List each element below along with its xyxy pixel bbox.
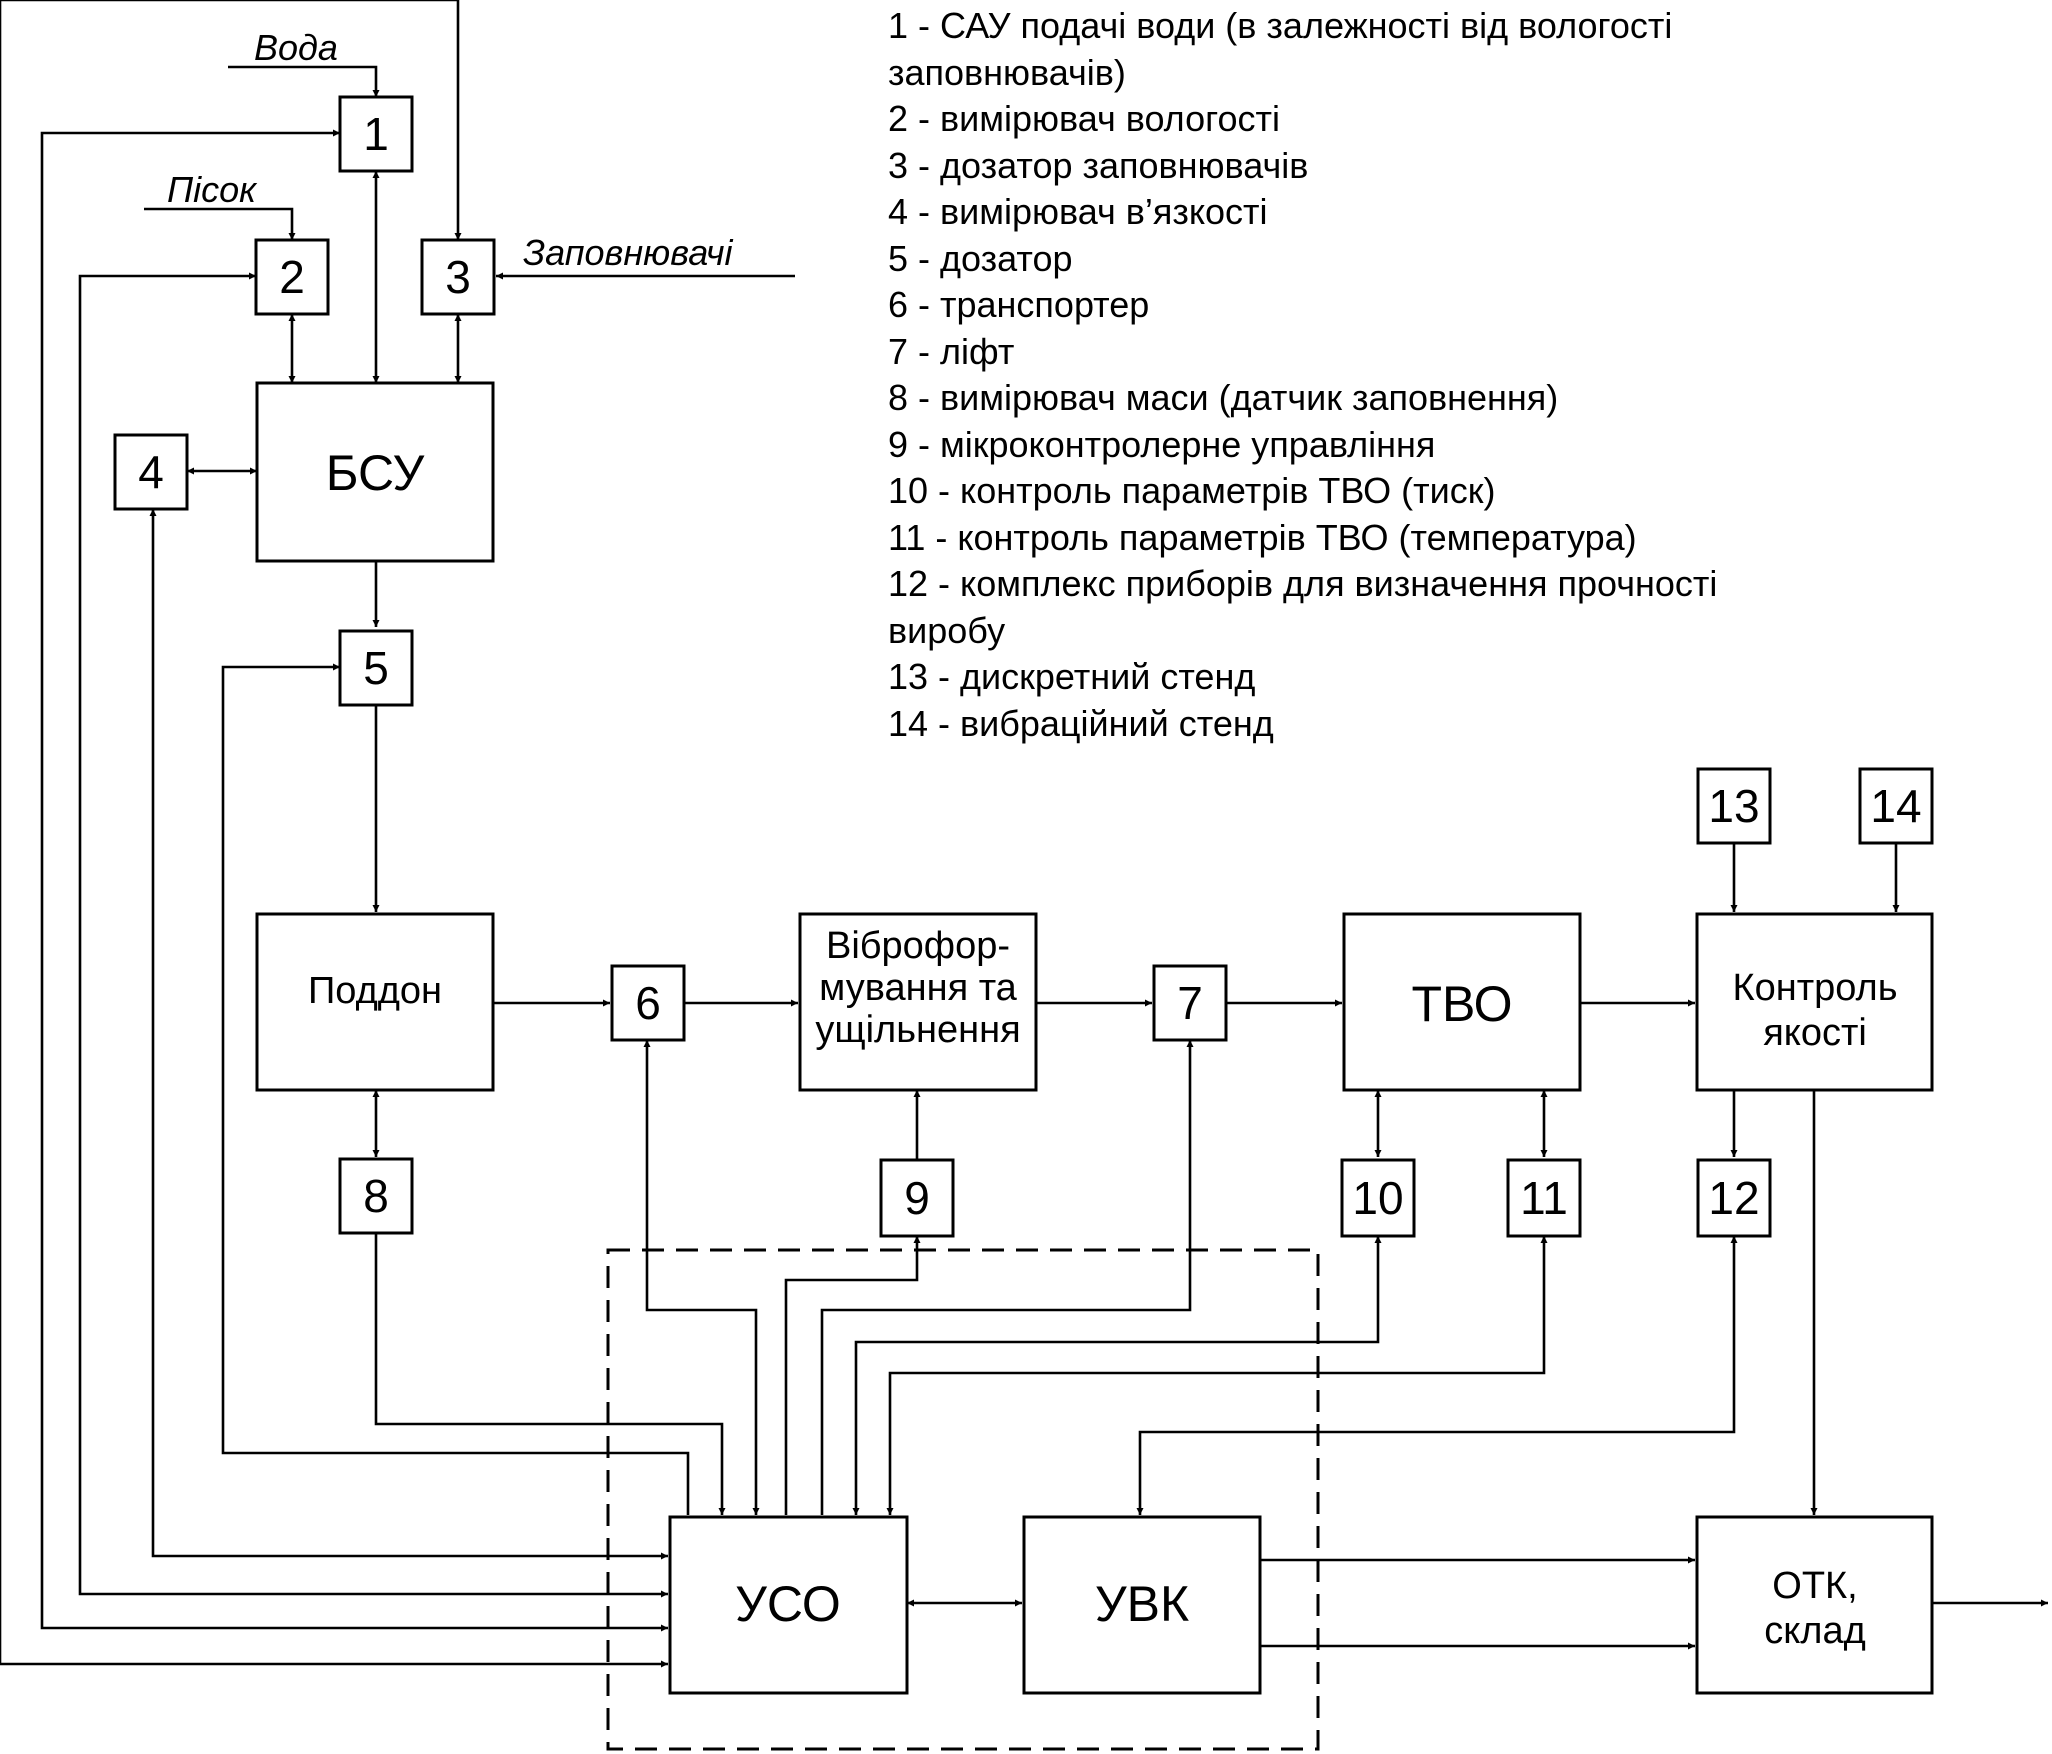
block-vibro: Віброфор- мування та ущільнення <box>798 912 1038 1092</box>
block-5-label: 5 <box>363 642 389 694</box>
legend-line: 3 - дозатор заповнювачів <box>888 145 1308 186</box>
block-2-label: 2 <box>279 251 305 303</box>
bus-8-uso <box>374 1233 726 1515</box>
bus-uso-6 <box>643 1040 760 1515</box>
block-bsu: БСУ <box>255 381 495 563</box>
bus-11-uso <box>886 1236 1548 1515</box>
block-tvo: ТВО <box>1342 912 1582 1092</box>
legend-line: заповнювачів) <box>888 52 1126 93</box>
block-8: 8 <box>338 1157 414 1235</box>
legend-line: 7 - ліфт <box>888 331 1014 372</box>
block-6-label: 6 <box>635 977 661 1029</box>
legend-line: 14 - вибраційний стенд <box>888 703 1274 744</box>
bus-uso-2 <box>78 272 668 1598</box>
input-sand-label: Пісок <box>167 169 258 210</box>
connections <box>0 0 2048 1668</box>
block-4-label: 4 <box>138 446 164 498</box>
block-quality-label-2: якості <box>1763 1012 1867 1054</box>
input-fillers-label: Заповнювачі <box>523 232 733 273</box>
block-vibro-label-2: мування та <box>819 967 1018 1009</box>
block-4: 4 <box>113 433 189 511</box>
block-13: 13 <box>1696 767 1772 845</box>
legend-line: 6 - транспортер <box>888 284 1149 325</box>
block-quality-label-1: Контроль <box>1732 967 1897 1009</box>
block-quality: Контроль якості <box>1695 912 1934 1092</box>
block-7-label: 7 <box>1177 977 1203 1029</box>
legend-line: 9 - мікроконтролерне управління <box>888 424 1435 465</box>
legend-line: 5 - дозатор <box>888 238 1073 279</box>
block-12-label: 12 <box>1708 1172 1759 1224</box>
block-bsu-label: БСУ <box>326 445 425 501</box>
block-otk-label-2: склад <box>1764 1610 1866 1652</box>
block-pallet-label: Поддон <box>308 970 442 1012</box>
bus-uso-3 <box>0 0 668 1668</box>
legend-line: 4 - вимірювач в’язкості <box>888 191 1268 232</box>
block-3: 3 <box>420 238 496 316</box>
bus-10-uso <box>852 1236 1382 1515</box>
block-9-label: 9 <box>904 1172 930 1224</box>
legend-line: 10 - контроль параметрів ТВО (тиск) <box>888 470 1496 511</box>
legend-line: 2 - вимірювач вологості <box>888 98 1280 139</box>
block-otk: ОТК, склад <box>1695 1515 1934 1695</box>
block-otk-label-1: ОТК, <box>1772 1565 1857 1607</box>
block-1: 1 <box>338 95 414 173</box>
input-water-label: Вода <box>254 27 338 68</box>
block-12: 12 <box>1696 1158 1772 1238</box>
block-9: 9 <box>879 1158 955 1238</box>
legend-line: виробу <box>888 610 1005 651</box>
block-10-label: 10 <box>1352 1172 1403 1224</box>
bus-uso-1 <box>40 129 668 1632</box>
sand-input-arrow <box>144 207 296 240</box>
block-pallet: Поддон <box>255 912 495 1092</box>
block-vibro-label-3: ущільнення <box>815 1009 1020 1051</box>
legend-line: 13 - дискретний стенд <box>888 656 1255 697</box>
legend: 1 - САУ подачі води (в залежності від во… <box>888 5 1717 744</box>
block-14: 14 <box>1858 767 1934 845</box>
block-11-label: 11 <box>1520 1172 1568 1224</box>
block-uso-label: УСО <box>735 1576 841 1632</box>
legend-line: 12 - комплекс приборів для визначення пр… <box>888 563 1717 604</box>
block-11: 11 <box>1506 1158 1582 1238</box>
bus-uso-7 <box>820 1040 1194 1515</box>
bus-12-uvk <box>1136 1236 1738 1515</box>
block-tvo-label: ТВО <box>1411 976 1512 1032</box>
bus-uso-9 <box>784 1236 921 1515</box>
block-1-label: 1 <box>363 108 389 160</box>
block-6: 6 <box>610 964 686 1042</box>
block-vibro-label-1: Віброфор- <box>826 925 1010 967</box>
block-2: 2 <box>254 238 330 316</box>
bus-uso-4 <box>149 509 668 1560</box>
block-uso: УСО <box>668 1515 909 1695</box>
block-5: 5 <box>338 629 414 707</box>
block-14-label: 14 <box>1870 780 1921 832</box>
legend-line: 1 - САУ подачі води (в залежності від во… <box>888 5 1672 46</box>
block-uvk-label: УВК <box>1095 1576 1189 1632</box>
water-input-arrow <box>228 65 380 97</box>
block-3-label: 3 <box>445 251 471 303</box>
block-10: 10 <box>1340 1158 1416 1238</box>
legend-line: 8 - вимірювач маси (датчик заповнення) <box>888 377 1558 418</box>
block-8-label: 8 <box>363 1170 389 1222</box>
block-13-label: 13 <box>1708 780 1759 832</box>
legend-line: 11 - контроль параметрів ТВО (температур… <box>888 517 1637 558</box>
block-uvk: УВК <box>1022 1515 1262 1695</box>
block-7: 7 <box>1152 964 1228 1042</box>
